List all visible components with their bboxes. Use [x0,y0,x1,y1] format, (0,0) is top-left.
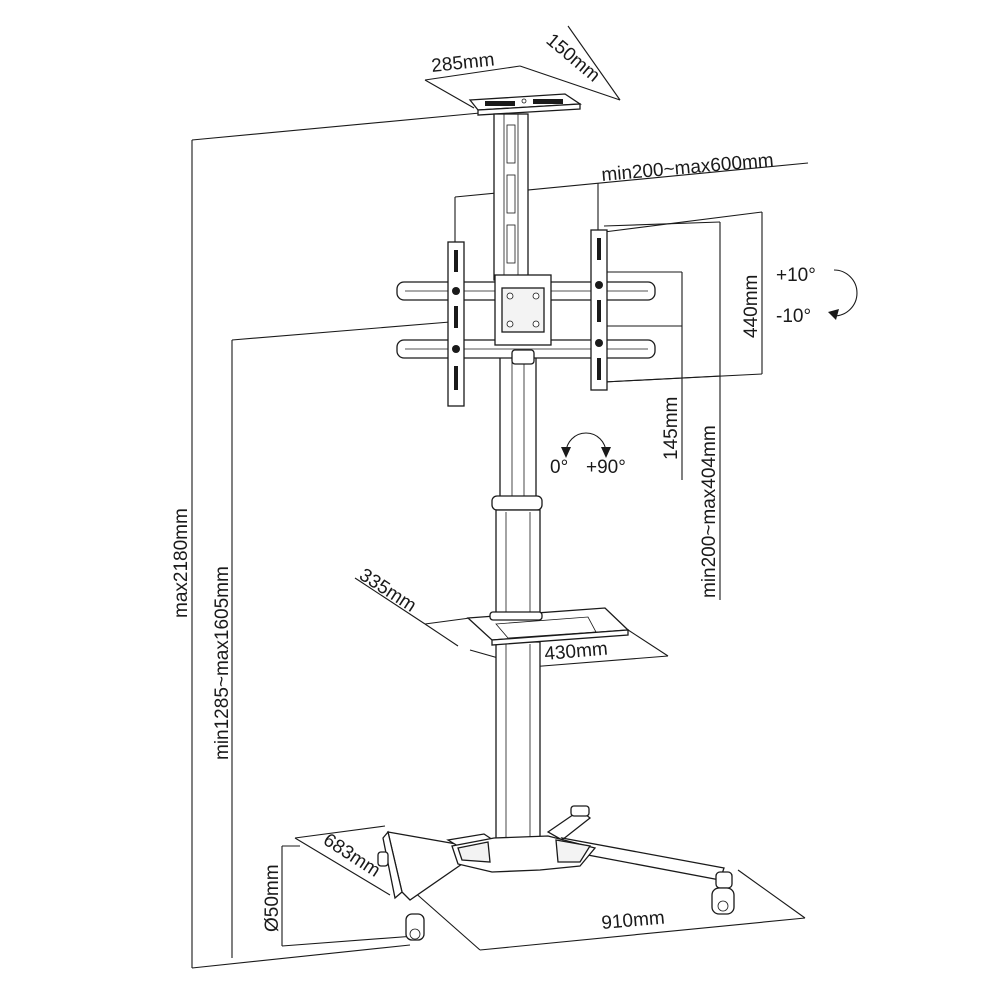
tilt-arrow [828,269,858,320]
rotation-end-label: +90° [586,457,626,478]
shelf-depth-label: 335mm [355,565,420,617]
rotate-arrow [561,432,611,458]
total-height-label: max2180mm [171,508,192,618]
main-pole [491,339,543,843]
tilt-up-label: +10° [776,265,816,286]
av-shelf [466,607,630,646]
base-width-label: 910mm [601,908,666,934]
mount-height-label: min1285~max1605mm [212,566,233,760]
rotation-start-label: 0° [550,457,568,478]
top-tray-depth-label: 150mm [542,30,604,87]
caster-diameter-label: Ø50mm [262,864,283,932]
vesa-bracket [396,229,656,407]
vesa-height-label: 440mm [741,275,762,338]
vesa-vertical-label: min200~max404mm [699,425,720,598]
vesa-width-label: min200~max600mm [601,150,775,186]
top-tray-width-label: 285mm [430,49,495,77]
bracket-offset-label: 145mm [661,397,682,460]
mount-column [493,113,529,281]
base-depth-label: 683mm [319,830,384,882]
rolling-base [377,805,735,941]
top-camera-tray [468,93,582,116]
dimension-lines [191,25,809,969]
tilt-down-label: -10° [776,306,811,327]
